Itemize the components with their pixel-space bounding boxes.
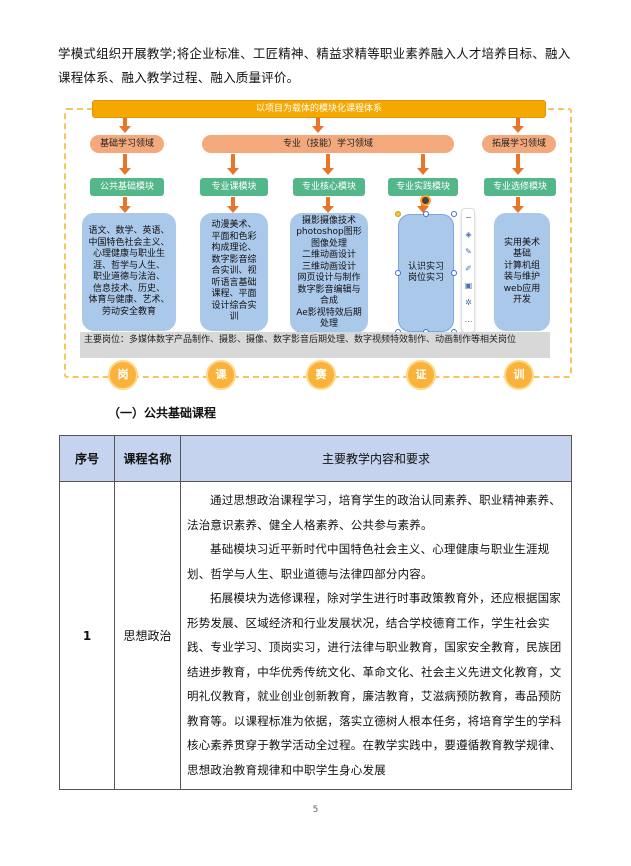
course-line: 构成理论、 <box>211 243 257 254</box>
module-public-basic: 公共基础模块 <box>90 178 164 196</box>
pen-icon[interactable]: ✎ <box>465 247 472 256</box>
header-course-name: 课程名称 <box>114 435 181 482</box>
course-line: 数字影音综 <box>211 254 257 265</box>
course-line: Ae影视特效后期 <box>296 307 362 318</box>
course-box-professional: 动漫美术、 平面和色彩 构成理论、 数字影音综 合实训、视 听语言基础 课程、平… <box>200 213 268 331</box>
section-heading: （一）公共基础课程 <box>108 406 217 420</box>
row-content: 通过思想政治课程学习，培育学生的政治认同素养、职业精神素养、法治意识素养、健全人… <box>180 481 572 790</box>
module-core: 专业核心模块 <box>293 178 365 196</box>
course-line: 三维动画设计 <box>301 261 356 272</box>
course-line: 岗位实习 <box>407 273 444 283</box>
resize-handle[interactable] <box>395 270 401 276</box>
main-posts-bar: 主要岗位：多媒体数字产品制作、摄影、摄像、数字影音后期处理、数字视频特效制作、动… <box>80 332 550 358</box>
pillar-xun: 训 <box>504 360 534 390</box>
content-paragraph: 拓展模块为选修课程，除对学生进行时事政策教育外，还应根据国家形势发展、区域经济和… <box>187 591 562 777</box>
content-paragraph: 通过思想政治课程学习，培育学生的政治认同素养、职业精神素养、法治意识素养、健全人… <box>187 493 561 532</box>
resize-handle[interactable] <box>423 211 429 217</box>
course-line: 二维动画设计 <box>301 250 356 260</box>
module-elective: 专业选修模块 <box>484 178 556 196</box>
course-line: photoshop图形 <box>296 227 362 237</box>
table-header-row: 序号 课程名称 主要教学内容和要求 <box>59 435 572 482</box>
layers-icon[interactable]: ◈ <box>465 230 472 239</box>
rotate-handle-icon[interactable] <box>420 195 431 206</box>
course-box-public: 语文、数学、英语、 中国特色社会主义、 心理健康与职业生 涯、哲学与人生、 职业… <box>82 213 176 331</box>
domain-basic: 基础学习领域 <box>90 135 164 153</box>
row-course-name: 思想政治 <box>114 481 181 790</box>
course-line: web应用 <box>503 283 541 294</box>
course-box-practice[interactable]: 认识实习 岗位实习 <box>398 214 454 332</box>
course-line: 摄影摄像技术 <box>301 215 356 226</box>
magic-icon[interactable]: ✲ <box>465 298 472 307</box>
more-icon[interactable]: ⋯ <box>464 317 473 326</box>
resize-handle[interactable] <box>451 211 457 217</box>
course-line: 实用美术 <box>503 237 540 248</box>
shape-toolbar: − ◈ ✎ ✐ ▣ ✲ ⋯ <box>461 208 475 333</box>
course-line: 动漫美术、 <box>211 220 257 231</box>
paint-icon[interactable]: ✐ <box>465 264 472 273</box>
course-table: 序号 课程名称 主要教学内容和要求 1 思想政治 通过思想政治课程学习，培育学生… <box>59 435 572 790</box>
course-line: 中国特色社会主义、 <box>88 237 170 248</box>
course-line: 开发 <box>512 295 531 305</box>
header-content: 主要教学内容和要求 <box>180 435 572 482</box>
frame-icon[interactable]: ▣ <box>464 281 473 290</box>
course-line: 劳动安全教育 <box>101 306 156 317</box>
module-practice: 专业实践模块 <box>388 178 458 196</box>
course-line: 数字影音编辑与 <box>297 284 361 295</box>
resize-handle[interactable] <box>451 270 457 276</box>
curriculum-diagram: 以项目为载体的模块化课程体系 基础学习领域 专业（技能）学习领域 拓展学习领域 … <box>64 98 572 394</box>
course-line: 设计综合实 <box>211 300 257 311</box>
course-line: 涯、哲学与人生、 <box>92 260 165 271</box>
course-line: 计算机组 <box>503 260 540 271</box>
header-index: 序号 <box>59 435 115 482</box>
course-line: 合实训、视 <box>211 266 257 277</box>
course-line: 基础 <box>512 249 531 259</box>
course-line: 听语言基础 <box>211 277 257 288</box>
course-line: 体育与健康、艺术、 <box>88 295 170 305</box>
pillar-sai: 赛 <box>306 360 336 390</box>
course-line: 认识实习 <box>407 261 444 272</box>
domain-extension: 拓展学习领域 <box>482 135 556 153</box>
intro-paragraph: 学模式组织开展教学;将企业标准、工匠精神、精益求精等职业素养融入人才培养目标、融… <box>58 46 571 85</box>
course-line: 合成 <box>319 296 338 306</box>
resize-handle[interactable] <box>395 211 401 217</box>
top-banner: 以项目为载体的模块化课程体系 <box>92 100 546 118</box>
course-line: 职业道德与法治、 <box>92 272 165 282</box>
course-line: 课程、平面 <box>211 289 257 300</box>
course-line: 信息技术、历史、 <box>92 283 165 294</box>
row-index: 1 <box>59 481 115 790</box>
page-number: 5 <box>312 805 319 815</box>
content-paragraph: 基础模块习近平新时代中国特色社会主义、心理健康与职业生涯规划、哲学与人生、职业道… <box>187 542 550 581</box>
course-line: 训 <box>229 312 239 323</box>
course-box-elective: 实用美术 基础 计算机组 装与维护 web应用 开发 <box>494 213 550 331</box>
course-line: 语文、数学、英语、 <box>88 226 170 236</box>
course-line: 装与维护 <box>503 272 540 282</box>
course-line: 心理健康与职业生 <box>92 249 165 259</box>
pillar-gang: 岗 <box>108 360 138 390</box>
pillar-zheng: 证 <box>406 360 436 390</box>
pillar-ke: 课 <box>206 360 236 390</box>
table-row: 1 思想政治 通过思想政治课程学习，培育学生的政治认同素养、职业精神素养、法治意… <box>59 481 572 790</box>
domain-professional: 专业（技能）学习领域 <box>202 135 454 153</box>
course-line: 平面和色彩 <box>211 231 257 242</box>
module-professional: 专业课模块 <box>200 178 268 196</box>
course-box-core: 摄影摄像技术 photoshop图形 图像处理 二维动画设计 三维动画设计 网页… <box>290 213 368 333</box>
course-line: 处理 <box>319 319 338 329</box>
course-line: 图像处理 <box>310 238 347 249</box>
collapse-icon[interactable]: − <box>465 213 472 222</box>
course-line: 网页设计与制作 <box>297 273 361 283</box>
